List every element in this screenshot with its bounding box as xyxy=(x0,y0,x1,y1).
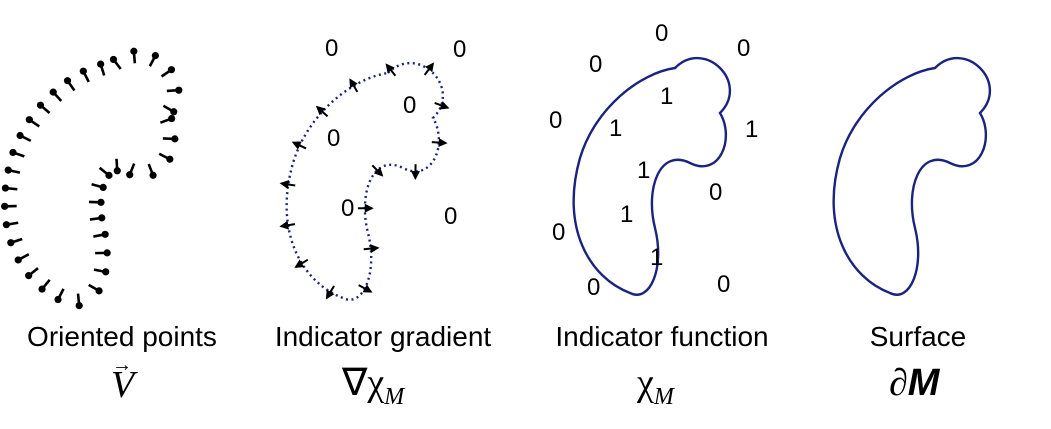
oriented-point-dot xyxy=(103,249,111,257)
gradient-arrow xyxy=(349,78,359,93)
oriented-point-dot xyxy=(101,230,109,238)
oriented-point-dot xyxy=(167,66,176,74)
gradient-arrow xyxy=(279,220,296,230)
oriented-point-dot xyxy=(16,131,24,140)
dotted-boundary-curve xyxy=(285,61,445,301)
oriented-point-dot xyxy=(149,171,157,179)
oriented-point-dot xyxy=(75,301,83,310)
oriented-point-dot xyxy=(79,67,87,75)
gradient-arrow xyxy=(385,63,397,77)
oriented-point-dot xyxy=(168,114,176,123)
indicator-inside-values: 1 1 1 1 1 1 xyxy=(609,83,758,271)
inside-value: 1 xyxy=(660,83,673,110)
outside-value: 0 xyxy=(655,20,668,47)
oriented-point-dot xyxy=(175,86,183,94)
symbol-indicator-function: χM xyxy=(636,362,676,410)
inside-value: 1 xyxy=(745,116,758,143)
gradient-arrow xyxy=(371,164,384,177)
gradient-arrow xyxy=(315,105,329,118)
oriented-point-dot xyxy=(102,268,110,276)
symbol-indicator-gradient: ∇χM xyxy=(341,362,406,410)
oriented-point-dot xyxy=(63,77,72,85)
gradient-arrow xyxy=(291,141,307,150)
oriented-points-panel xyxy=(1,47,183,310)
gradient-arrow xyxy=(294,258,309,268)
indicator-gradient-panel xyxy=(279,61,450,301)
symbol-surface: ∂M xyxy=(889,362,941,404)
gradient-values: 0 0 0 0 0 0 xyxy=(325,35,466,230)
gradient-arrow xyxy=(325,285,335,300)
oriented-point-dot xyxy=(99,183,107,192)
gradient-value: 0 xyxy=(444,203,457,230)
oriented-point-dot xyxy=(105,171,113,179)
gradient-arrow xyxy=(431,138,448,148)
oriented-point-dot xyxy=(49,88,57,96)
oriented-point-dot xyxy=(130,47,138,55)
inside-value: 1 xyxy=(650,244,663,271)
oriented-point-dot xyxy=(38,285,46,293)
oriented-point-dot xyxy=(1,184,9,192)
outside-value: 0 xyxy=(589,51,602,78)
oriented-point-dot xyxy=(36,101,45,109)
oriented-point-dot xyxy=(126,171,134,179)
oriented-point-dot xyxy=(14,256,22,264)
oriented-point-dot xyxy=(2,221,10,229)
oriented-point-samples xyxy=(1,47,183,310)
oriented-point-dot xyxy=(97,60,105,68)
oriented-point-dot xyxy=(170,108,178,116)
symbols: V → ∇χM χM ∂M xyxy=(111,354,941,410)
oriented-point-dot xyxy=(98,214,106,222)
gradient-arrow xyxy=(358,284,373,293)
oriented-point-dot xyxy=(1,202,9,210)
gradient-arrow xyxy=(423,62,435,76)
gradient-value: 0 xyxy=(327,125,340,152)
vector-accent-icon: → xyxy=(112,354,132,376)
outside-value: 0 xyxy=(552,219,565,246)
oriented-point-dot xyxy=(95,287,103,295)
gradient-arrow xyxy=(434,101,450,110)
gradient-value: 0 xyxy=(453,36,466,63)
gradient-value: 0 xyxy=(341,195,354,222)
indicator-outside-values: 0 0 0 0 0 0 0 0 xyxy=(549,20,750,301)
outside-value: 0 xyxy=(549,107,562,134)
oriented-point-dot xyxy=(54,295,62,304)
inside-value: 1 xyxy=(637,157,650,184)
oriented-point-dot xyxy=(171,135,179,143)
gradient-value: 0 xyxy=(325,35,338,62)
gradient-arrow xyxy=(279,180,296,189)
oriented-point-dot xyxy=(113,167,121,175)
inside-value: 1 xyxy=(609,115,622,142)
captions: Oriented points Indicator gradient Indic… xyxy=(27,321,966,352)
oriented-point-dot xyxy=(25,272,33,280)
caption-indicator-gradient: Indicator gradient xyxy=(275,321,492,352)
gradient-value: 0 xyxy=(403,92,416,119)
oriented-point-dot xyxy=(7,239,15,247)
caption-surface: Surface xyxy=(870,321,967,352)
surface-curve xyxy=(832,56,992,296)
outside-value: 0 xyxy=(737,35,750,62)
inside-value: 1 xyxy=(620,201,633,228)
outside-value: 0 xyxy=(717,271,730,298)
oriented-point-dot xyxy=(109,55,118,64)
oriented-point-dot xyxy=(166,155,174,163)
gradient-arrow xyxy=(363,244,380,254)
oriented-point-dot xyxy=(97,198,105,206)
symbol-oriented-points: V xyxy=(111,364,138,406)
caption-indicator-function: Indicator function xyxy=(555,321,768,352)
caption-oriented-points: Oriented points xyxy=(27,321,217,352)
oriented-point-dot xyxy=(9,148,17,157)
oriented-point-dot xyxy=(25,116,33,124)
outside-value: 0 xyxy=(709,179,722,206)
oriented-point-dot xyxy=(151,52,159,60)
oriented-point-dot xyxy=(4,166,12,174)
surface-panel xyxy=(832,56,992,296)
outside-value: 0 xyxy=(587,274,600,301)
gradient-vector-arrows xyxy=(279,62,450,300)
